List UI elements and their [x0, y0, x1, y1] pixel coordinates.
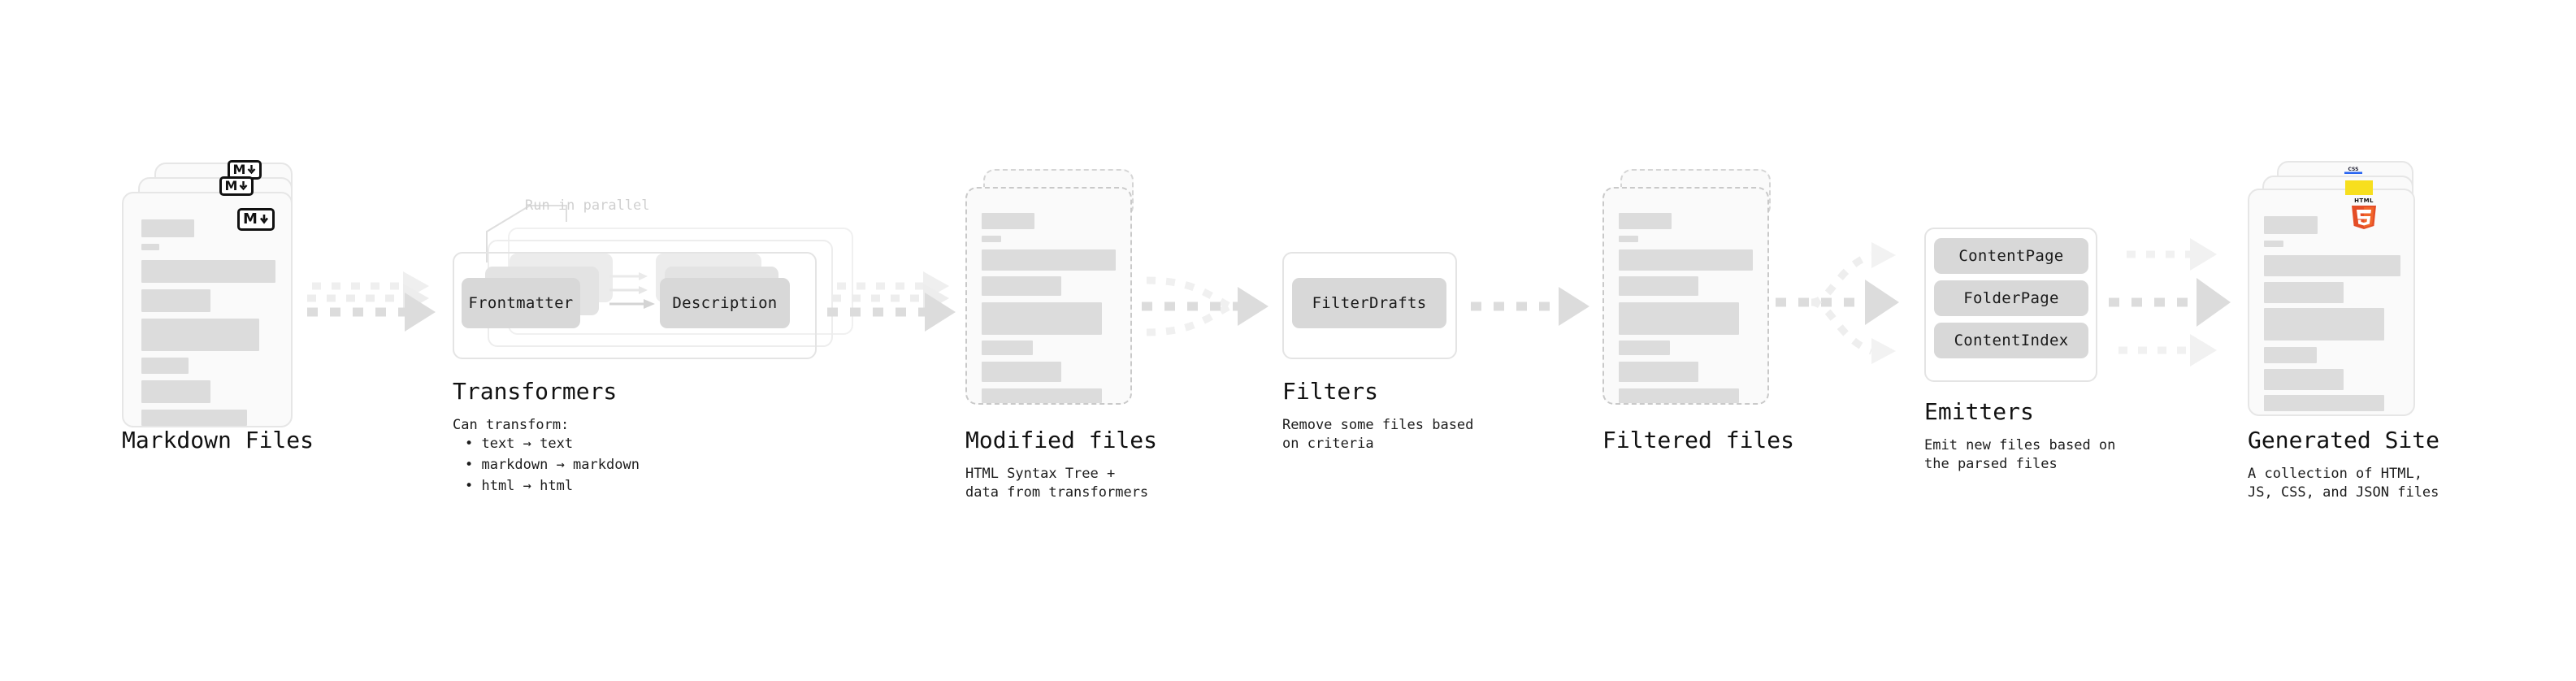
transformers-group-front: [453, 252, 817, 359]
skel-line: [2264, 347, 2317, 363]
skel-line: [1619, 362, 1698, 382]
skel-line: [1619, 213, 1672, 229]
connector-modified-to-filters: [1142, 276, 1268, 336]
connector-transformers-to-modified: [827, 271, 956, 332]
skel-line: [141, 358, 189, 374]
svg-text:CSS: CSS: [2348, 167, 2359, 172]
skel-line: [1619, 388, 1739, 403]
skel-line: [2264, 255, 2400, 276]
transformers-subtitle: Can transform:: [453, 417, 570, 433]
skel-line: [141, 319, 259, 351]
connector-md-to-transformers: [307, 271, 436, 332]
markdown-icon: M: [237, 208, 275, 231]
transformer-chip-frontmatter[interactable]: Frontmatter: [462, 278, 580, 328]
transformer-chip-description[interactable]: Description: [660, 278, 790, 328]
stage-title-generated-site: Generated Site: [2248, 427, 2440, 453]
stage-title-filtered-files: Filtered files: [1602, 427, 1795, 453]
stage-title-markdown-files: Markdown Files: [122, 427, 314, 453]
markdown-icon-letter: M: [243, 210, 258, 228]
modified-card-front: [965, 187, 1132, 405]
skel-line: [2264, 395, 2384, 411]
css-icon: CSS: [2344, 165, 2363, 175]
emitter-chip-folderpage[interactable]: FolderPage: [1934, 280, 2088, 316]
svg-text:HTML: HTML: [2354, 197, 2374, 204]
skel-line: [141, 244, 159, 250]
emitter-chip-contentpage[interactable]: ContentPage: [1934, 238, 2088, 274]
modified-files-subtitle: HTML Syntax Tree + data from transformer…: [965, 466, 1149, 501]
markdown-icon-letter-mid: M: [224, 178, 238, 193]
skel-line: [982, 362, 1061, 382]
skel-line: [2264, 241, 2283, 247]
skel-line: [141, 260, 275, 283]
skel-line: [1619, 236, 1638, 242]
run-in-parallel-bracket: [486, 205, 567, 262]
transformers-bullet-0: • text → text: [465, 436, 574, 452]
transformer-inner-arrows: [609, 272, 655, 309]
stage-title-transformers: Transformers: [453, 378, 618, 405]
filters-group-box: [1282, 252, 1457, 359]
skel-line: [1619, 249, 1753, 271]
markdown-arrow-icon: [259, 215, 268, 224]
skel-line: [1619, 276, 1698, 296]
skel-line: [982, 302, 1102, 335]
skel-line: [141, 410, 247, 426]
filter-chip-filterdrafts[interactable]: FilterDrafts: [1292, 278, 1446, 328]
skel-line: [982, 340, 1033, 355]
markdown-arrow-mid: [240, 181, 248, 191]
filtered-card-front: [1602, 187, 1769, 405]
site-card-front: [2248, 189, 2415, 416]
markdown-icon-mid: M: [219, 176, 254, 196]
skel-line: [982, 249, 1116, 271]
skel-line: [982, 213, 1034, 229]
skel-line: [982, 388, 1102, 403]
skel-line: [1619, 340, 1670, 355]
transformers-bullet-1: • markdown → markdown: [465, 457, 640, 473]
emitters-group-box: [1924, 228, 2097, 382]
html5-icon: HTML: [2348, 195, 2379, 231]
markdown-card-front: [122, 192, 293, 427]
generated-site-subtitle: A collection of HTML, JS, CSS, and JSON …: [2248, 466, 2439, 501]
stage-title-modified-files: Modified files: [965, 427, 1158, 453]
stage-title-filters: Filters: [1282, 378, 1379, 405]
skel-line: [2264, 308, 2384, 340]
markdown-icon-letter-back: M: [232, 162, 246, 177]
skel-line: [2264, 369, 2344, 390]
connector-filters-to-filtered: [1471, 287, 1589, 326]
skel-line: [141, 380, 210, 403]
run-in-parallel-note: Run in parallel: [525, 197, 650, 214]
js-icon: [2345, 180, 2373, 195]
skel-line: [2264, 282, 2344, 303]
skel-line: [141, 289, 210, 312]
connector-emitters-to-site: [2109, 238, 2231, 367]
skel-line: [982, 236, 1001, 242]
markdown-arrow-back: [248, 165, 256, 175]
emitter-chip-contentindex[interactable]: ContentIndex: [1934, 323, 2088, 358]
skel-line: [1619, 302, 1739, 335]
emitters-subtitle: Emit new files based on the parsed files: [1924, 437, 2116, 472]
transformers-bullet-2: • html → html: [465, 478, 574, 494]
connector-filtered-to-emitters: [1776, 242, 1899, 364]
skel-line: [141, 219, 194, 237]
skel-line: [2264, 216, 2318, 234]
filters-subtitle: Remove some files based on criteria: [1282, 417, 1474, 452]
stage-title-emitters: Emitters: [1924, 398, 2034, 425]
skel-line: [982, 276, 1061, 296]
